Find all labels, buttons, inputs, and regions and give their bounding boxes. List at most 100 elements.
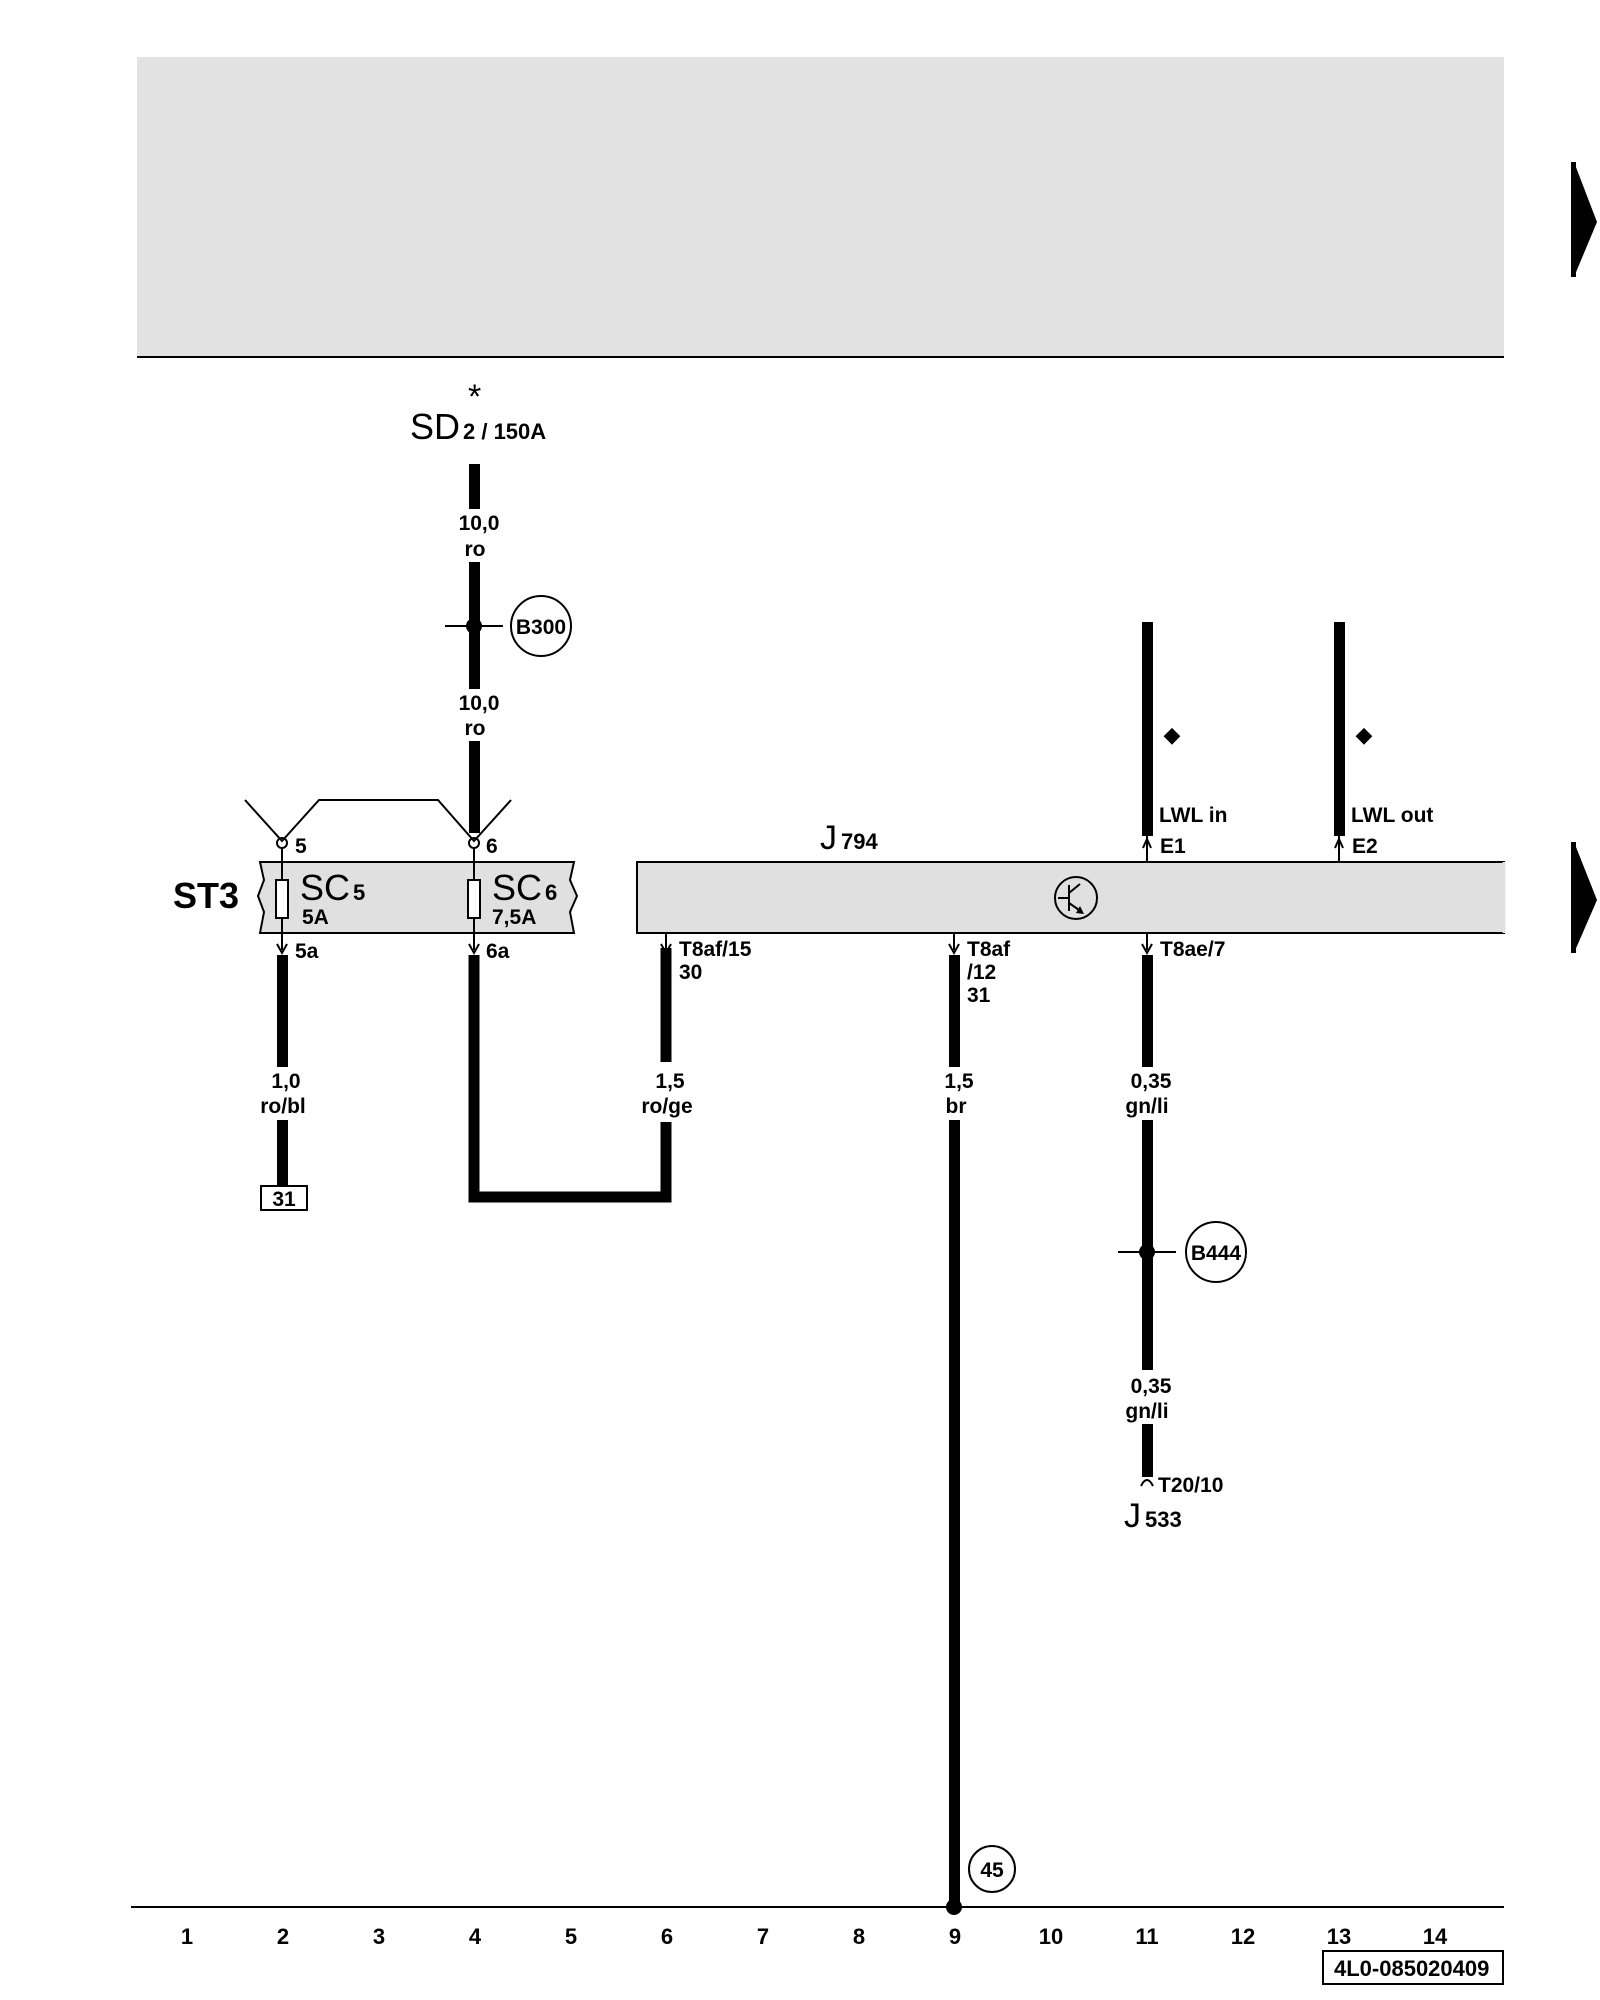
fuse-sc5-label: SC bbox=[300, 867, 350, 908]
pin-e2-label: E2 bbox=[1352, 835, 1378, 858]
wire-t8af12-size: 1,5 bbox=[944, 1070, 974, 1093]
ruler-number: 12 bbox=[1231, 1924, 1255, 1949]
fuse-sc6-rating: 7,5A bbox=[492, 906, 536, 929]
fuse-sc6-icon bbox=[467, 879, 481, 919]
wire-sd-1 bbox=[469, 464, 480, 509]
wire-sd-lower-size: 10,0 bbox=[459, 692, 500, 715]
fuse-sc5-icon bbox=[275, 879, 289, 919]
ruler-number: 7 bbox=[757, 1924, 769, 1949]
wire-t8af12-1 bbox=[949, 955, 960, 1067]
splice-b300-label: B300 bbox=[516, 616, 566, 639]
fuse-bridge-wire bbox=[244, 799, 512, 843]
pin-5 bbox=[276, 837, 288, 849]
doc-number: 4L0-085020409 bbox=[1334, 1956, 1489, 1981]
pin-t8ae7-arrow bbox=[1141, 943, 1153, 956]
source-name: SD bbox=[410, 406, 460, 447]
pin-t8af12-arrow bbox=[948, 943, 960, 956]
splice-b444-circle bbox=[1185, 1221, 1247, 1283]
fuse-sc6-sub: 6 bbox=[545, 880, 557, 905]
wire-t8af15-color: ro/ge bbox=[641, 1095, 692, 1118]
pin-6a-label: 6a bbox=[486, 940, 510, 963]
wire-t8ae7-down-size: 0,35 bbox=[1131, 1375, 1172, 1398]
wire-sd-upper-color: ro bbox=[465, 538, 486, 561]
wire-t8af15-label-gap bbox=[650, 1062, 682, 1122]
gateway-sub: 533 bbox=[1145, 1507, 1182, 1532]
wire-sd-upper-size: 10,0 bbox=[459, 512, 500, 535]
wire-sc5-out-1 bbox=[277, 955, 288, 1067]
ground-box-31 bbox=[260, 1185, 308, 1211]
wire-lwl-in bbox=[1142, 622, 1153, 836]
wire-t8af15-size: 1,5 bbox=[655, 1070, 685, 1093]
pin-5-label: 5 bbox=[295, 835, 307, 858]
fuse-sc6-label: SC bbox=[492, 867, 542, 908]
ruler-number: 13 bbox=[1327, 1924, 1351, 1949]
pin-t2010-icon bbox=[1140, 1479, 1154, 1487]
wire-sc5-out-size: 1,0 bbox=[271, 1070, 300, 1093]
ruler-number: 6 bbox=[661, 1924, 673, 1949]
ground-box-label: 31 bbox=[272, 1188, 296, 1211]
ruler-number: 14 bbox=[1423, 1924, 1448, 1949]
wire-t8ae7-1 bbox=[1142, 955, 1153, 1067]
splice-b444-label: B444 bbox=[1191, 1242, 1242, 1265]
gateway-name: J bbox=[1124, 1497, 1141, 1535]
wire-t8ae7-up-color: gn/li bbox=[1125, 1095, 1168, 1118]
fuse-sc5-rating: 5A bbox=[302, 906, 329, 929]
ruler-number: 10 bbox=[1039, 1924, 1063, 1949]
lwl-out-label: LWL out bbox=[1351, 804, 1433, 827]
module-sub: 794 bbox=[841, 829, 878, 854]
wire-t8ae7-up-size: 0,35 bbox=[1131, 1070, 1172, 1093]
wire-t8ae7-down-color: gn/li bbox=[1125, 1400, 1168, 1423]
ruler-number: 8 bbox=[853, 1924, 865, 1949]
pin-t8af12-term: 31 bbox=[967, 984, 991, 1007]
transistor-icon bbox=[1054, 876, 1098, 920]
pin-6a-arrow bbox=[468, 943, 480, 956]
lwl-in-label: LWL in bbox=[1159, 804, 1227, 827]
wire-sd-lower-color: ro bbox=[465, 717, 486, 740]
ruler-number: 4 bbox=[469, 1924, 482, 1949]
ruler-number: 5 bbox=[565, 1924, 577, 1949]
splice-b444-dot bbox=[1139, 1244, 1155, 1260]
module-j794 bbox=[636, 861, 1505, 934]
fuse-box-st3 bbox=[256, 861, 579, 934]
ruler-number: 3 bbox=[373, 1924, 385, 1949]
doc-number-box bbox=[1322, 1950, 1504, 1985]
gateway-pin-label: T20/10 bbox=[1158, 1474, 1223, 1497]
splice-b300-dot bbox=[466, 618, 482, 634]
ruler-number: 2 bbox=[277, 1924, 289, 1949]
wire-sc6-loop bbox=[468, 948, 672, 1203]
ruler-number: 9 bbox=[949, 1924, 961, 1949]
continue-arrow-stem-2 bbox=[1571, 842, 1576, 953]
lwl-out-marker: ◆ bbox=[1356, 722, 1373, 747]
module-name: J bbox=[820, 819, 837, 857]
wire-lwl-out bbox=[1334, 622, 1345, 836]
lwl-in-marker: ◆ bbox=[1164, 722, 1181, 747]
pin-5a-arrow bbox=[276, 943, 288, 956]
ground-ref-label: 45 bbox=[980, 1859, 1004, 1882]
splice-b300-circle bbox=[510, 595, 572, 657]
source-rating: 2 / 150A bbox=[463, 419, 546, 444]
pin-6-label: 6 bbox=[486, 835, 498, 858]
header-panel bbox=[137, 57, 1504, 356]
ruler-number: 1 bbox=[181, 1924, 193, 1949]
pin-t8af12-label-a: T8af bbox=[967, 938, 1011, 961]
wire-t8ae7-3 bbox=[1142, 1424, 1153, 1477]
pin-t8af15-arrow bbox=[660, 943, 672, 956]
wire-t8ae7-gap bbox=[1128, 1370, 1168, 1426]
wire-t8af12-2 bbox=[949, 1120, 960, 1907]
fuse-sc5-sub: 5 bbox=[353, 880, 365, 905]
continue-arrow-stem bbox=[1571, 162, 1576, 277]
pin-t8af15-label: T8af/15 bbox=[679, 938, 752, 961]
fuse-box-name: ST3 bbox=[173, 875, 239, 916]
continue-arrow-icon[interactable] bbox=[1574, 162, 1597, 277]
pin-t8ae7-label: T8ae/7 bbox=[1160, 938, 1225, 961]
source-star: * bbox=[468, 378, 481, 416]
wire-t8af12-color: br bbox=[946, 1095, 967, 1118]
pin-t8af12-label-b: /12 bbox=[967, 961, 996, 984]
pin-t8af15-term: 30 bbox=[679, 961, 702, 984]
wire-sd-3 bbox=[469, 741, 480, 833]
continue-arrow-icon-2[interactable] bbox=[1574, 842, 1597, 953]
wire-sc5-out-color: ro/bl bbox=[260, 1095, 306, 1118]
ground-ref-circle[interactable] bbox=[968, 1845, 1016, 1893]
